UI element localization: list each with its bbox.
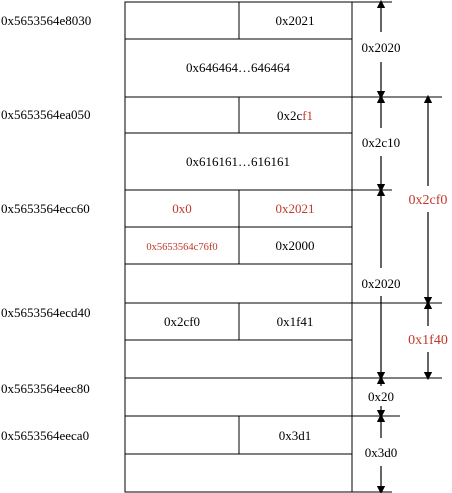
chunk6-size: 0x3d1 <box>279 428 312 443</box>
address-label: 0x5653564eec80 <box>1 381 90 396</box>
span-label: 0x2020 <box>362 276 401 291</box>
span-labels: 0x2020 0x2c10 0x2020 0x20 0x3d0 0x2cf0 0… <box>362 40 448 460</box>
chunk3-prev-size: 0x0 <box>172 201 192 216</box>
address-label: 0x5653564eeca0 <box>1 428 89 443</box>
span-label: 0x20 <box>368 389 394 404</box>
chunk4-size: 0x1f41 <box>277 314 314 329</box>
cell-values: 0x2021 0x646464…646464 0x2cf1 0x616161…6… <box>146 13 314 443</box>
span-label: 0x2c10 <box>362 135 400 150</box>
chunk3-size: 0x2021 <box>276 201 315 216</box>
span-label: 0x2020 <box>362 40 401 55</box>
address-labels: 0x5653564e8030 0x5653564ea050 0x5653564e… <box>1 13 91 443</box>
chunk2-data: 0x616161…616161 <box>186 154 290 169</box>
chunk4-prev-size: 0x2cf0 <box>164 314 200 329</box>
chunk1-size: 0x2021 <box>276 13 315 28</box>
chunk3-bk: 0x2000 <box>276 238 315 253</box>
big-span-label: 0x2cf0 <box>409 193 448 208</box>
chunk2-size-suffix: f1 <box>302 108 313 123</box>
address-label: 0x5653564ecd40 <box>1 305 91 320</box>
chunk2-size: 0x2cf1 <box>277 108 313 123</box>
address-label: 0x5653564e8030 <box>1 13 91 28</box>
chunk1-data: 0x646464…646464 <box>186 60 291 75</box>
chunk2-size-prefix: 0x2c <box>277 108 303 123</box>
address-label: 0x5653564ea050 <box>1 107 91 122</box>
big-span-label: 0x1f40 <box>408 333 448 348</box>
chunk3-fd: 0x5653564c76f0 <box>146 242 217 253</box>
address-label: 0x5653564ecc60 <box>1 201 90 216</box>
span-label: 0x3d0 <box>365 445 398 460</box>
